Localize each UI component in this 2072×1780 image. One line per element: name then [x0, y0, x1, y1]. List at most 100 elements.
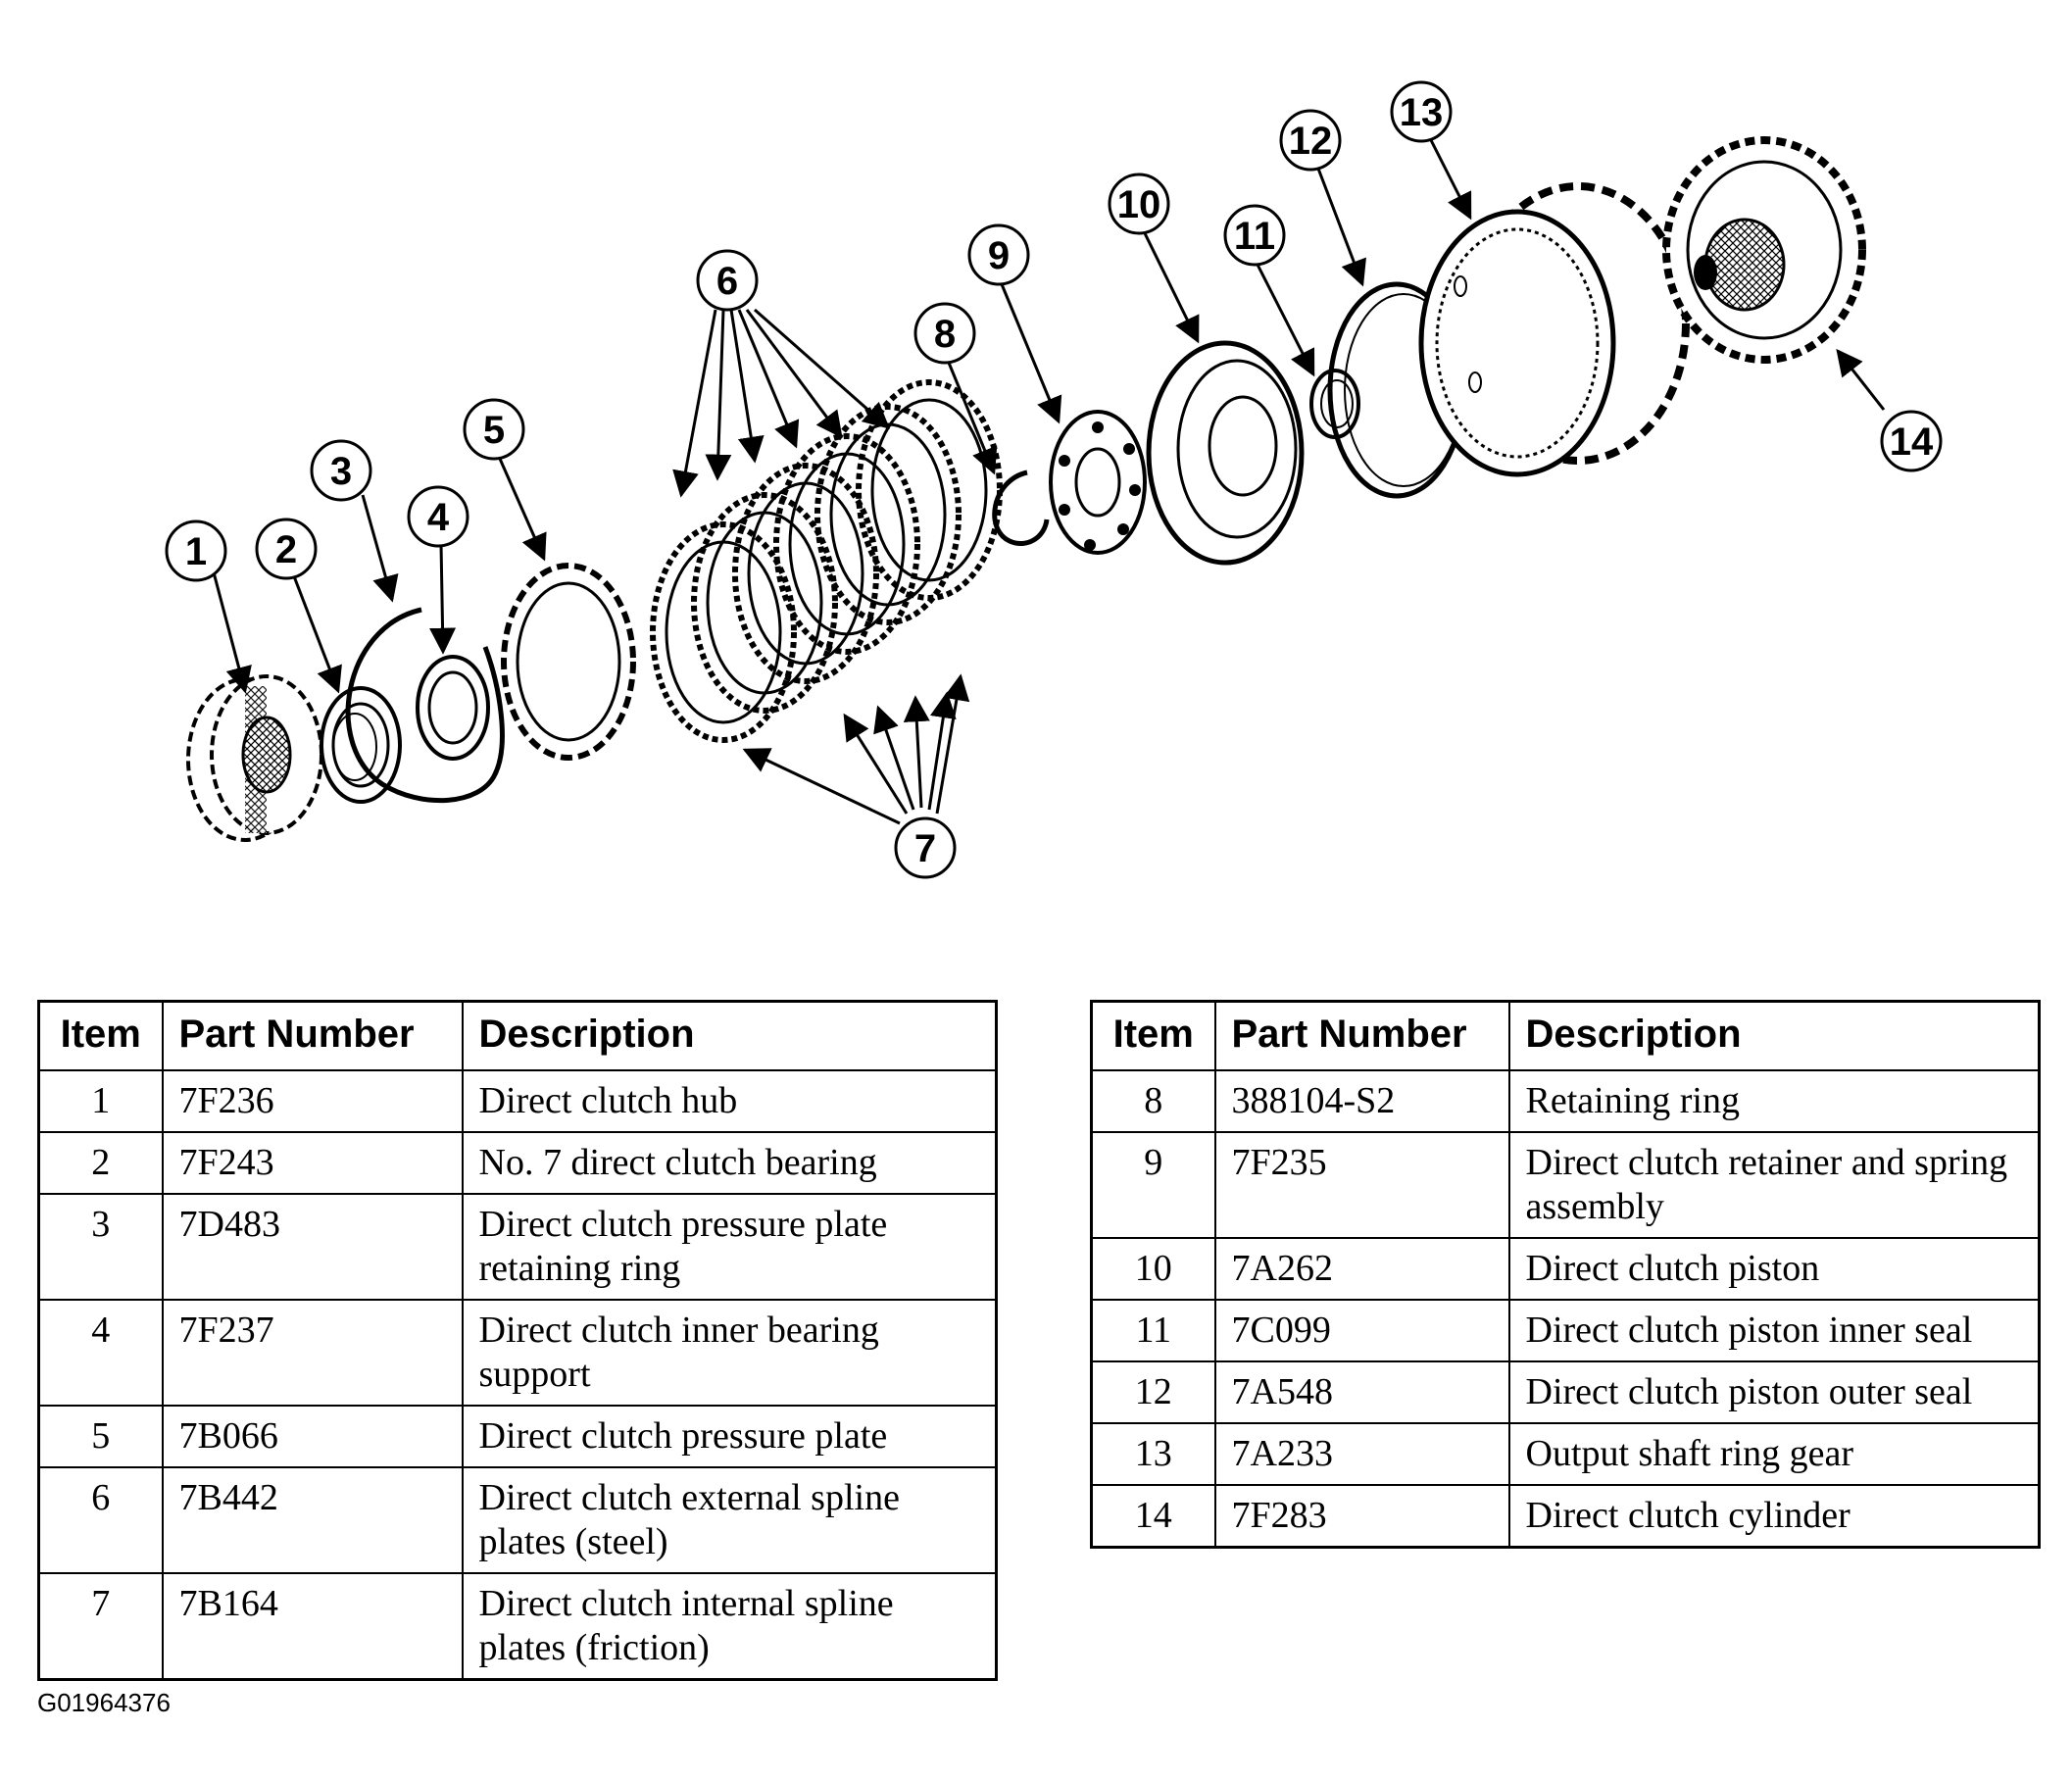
- callout-7: 7: [894, 816, 957, 879]
- part-10-piston: [1146, 340, 1305, 566]
- callout-8: 8: [913, 302, 976, 365]
- part-number-cell: 7A262: [1213, 1237, 1510, 1301]
- header-description: Description: [1507, 1000, 2041, 1071]
- part-number-cell: 7A233: [1213, 1422, 1510, 1486]
- header-item: Item: [37, 1000, 164, 1071]
- item-cell: 7: [37, 1572, 164, 1681]
- callout-8-label: 8: [934, 313, 956, 356]
- header-description: Description: [461, 1000, 998, 1071]
- callout-4-label: 4: [427, 496, 450, 539]
- callout-12: 12: [1279, 109, 1342, 172]
- header-item: Item: [1090, 1000, 1216, 1071]
- item-cell: 2: [37, 1131, 164, 1195]
- description-cell: Direct clutch inner bearing support: [461, 1299, 998, 1407]
- part-5-pressure-plate: [501, 563, 636, 761]
- callout-13: 13: [1390, 80, 1453, 143]
- callout-12-label: 12: [1289, 120, 1333, 163]
- description-cell: Direct clutch hub: [461, 1069, 998, 1133]
- description-cell: Direct clutch cylinder: [1507, 1484, 2041, 1549]
- description-cell: Direct clutch retainer and spring assemb…: [1507, 1131, 2041, 1239]
- item-cell: 11: [1090, 1299, 1216, 1362]
- exploded-view-diagram: 1 2 3 4 5 6 7 8 9 10 11 12 13 14: [165, 80, 1943, 879]
- item-cell: 4: [37, 1299, 164, 1407]
- item-cell: 14: [1090, 1484, 1216, 1549]
- callout-7-label: 7: [914, 827, 936, 870]
- part-1-clutch-hub: [186, 674, 323, 842]
- description-cell: Output shaft ring gear: [1507, 1422, 2041, 1486]
- part-number-cell: 388104-S2: [1213, 1069, 1510, 1133]
- part-number-cell: 7F283: [1213, 1484, 1510, 1549]
- leader-arrows: [212, 139, 1886, 825]
- part-number-cell: 7C099: [1213, 1299, 1510, 1362]
- callout-4: 4: [407, 485, 469, 548]
- callout-3: 3: [310, 439, 372, 502]
- clutch-plate-pack: [650, 379, 1003, 743]
- callout-11-label: 11: [1234, 215, 1275, 258]
- callout-5-label: 5: [483, 409, 505, 452]
- part-4-bearing-support: [416, 655, 490, 761]
- callout-10: 10: [1108, 173, 1170, 235]
- item-cell: 12: [1090, 1360, 1216, 1424]
- part-number-cell: 7F237: [161, 1299, 464, 1407]
- callout-5: 5: [463, 398, 525, 461]
- callout-13-label: 13: [1400, 91, 1444, 134]
- callout-9: 9: [967, 223, 1030, 286]
- description-cell: Direct clutch piston inner seal: [1507, 1299, 2041, 1362]
- description-cell: Direct clutch piston outer seal: [1507, 1360, 2041, 1424]
- part-13-ring-gear: [1418, 182, 1690, 477]
- description-cell: No. 7 direct clutch bearing: [461, 1131, 998, 1195]
- description-cell: Retaining ring: [1507, 1069, 2041, 1133]
- part-2-bearing: [320, 686, 402, 804]
- callout-6: 6: [696, 249, 759, 312]
- item-cell: 5: [37, 1405, 164, 1468]
- callout-1-label: 1: [185, 530, 207, 573]
- item-cell: 1: [37, 1069, 164, 1133]
- callout-9-label: 9: [988, 234, 1010, 277]
- header-part-number: Part Number: [161, 1000, 464, 1071]
- callout-10-label: 10: [1117, 183, 1161, 226]
- table-header-row: Item Part Number Description: [1090, 1000, 2041, 1071]
- part-14-clutch-cylinder: [1662, 136, 1866, 364]
- callout-3-label: 3: [330, 450, 352, 493]
- callout-2-label: 2: [275, 528, 297, 571]
- item-cell: 3: [37, 1193, 164, 1301]
- description-cell: Direct clutch pressure plate: [461, 1405, 998, 1468]
- description-cell: Direct clutch internal spline plates (fr…: [461, 1572, 998, 1681]
- description-cell: Direct clutch piston: [1507, 1237, 2041, 1301]
- callout-11: 11: [1223, 204, 1286, 267]
- part-number-cell: 7B442: [161, 1466, 464, 1574]
- callout-14: 14: [1880, 410, 1943, 472]
- table-header-row: Item Part Number Description: [37, 1000, 998, 1071]
- part-3-retaining-ring: [345, 607, 505, 804]
- item-cell: 9: [1090, 1131, 1216, 1239]
- part-number-cell: 7F235: [1213, 1131, 1510, 1239]
- part-number-cell: 7A548: [1213, 1360, 1510, 1424]
- figure-id: G01964376: [37, 1688, 171, 1717]
- part-number-cell: 7B164: [161, 1572, 464, 1681]
- item-cell: 6: [37, 1466, 164, 1574]
- part-number-cell: 7F236: [161, 1069, 464, 1133]
- callout-14-label: 14: [1890, 420, 1934, 464]
- part-number-cell: 7B066: [161, 1405, 464, 1468]
- part-number-cell: 7D483: [161, 1193, 464, 1301]
- callout-6-label: 6: [716, 260, 738, 303]
- item-cell: 10: [1090, 1237, 1216, 1301]
- callout-2: 2: [255, 518, 318, 580]
- header-part-number: Part Number: [1213, 1000, 1510, 1071]
- item-cell: 13: [1090, 1422, 1216, 1486]
